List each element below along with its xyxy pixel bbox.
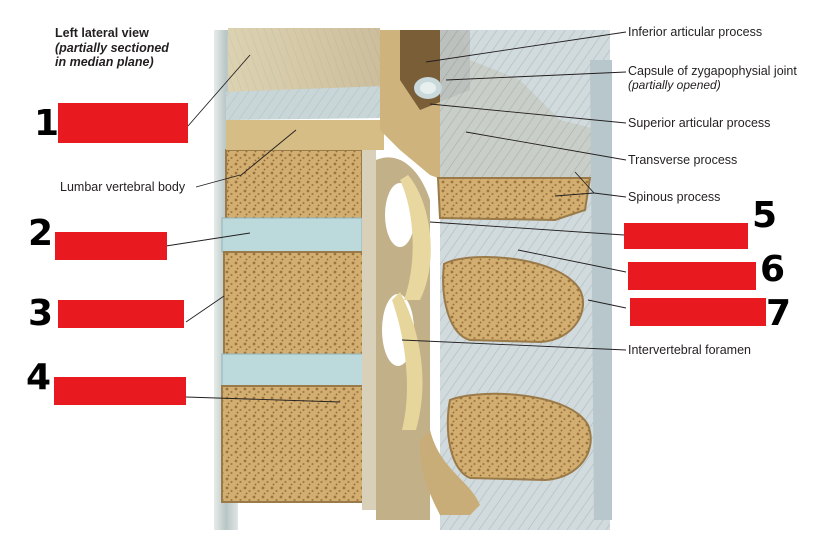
hidden-label-box-5 — [624, 223, 748, 249]
handwritten-number-3: 3 — [28, 293, 54, 334]
handwritten-number-4: 4 — [26, 357, 52, 398]
label-capsule-zygapophysial-joint: Capsule of zygapophysial joint — [628, 64, 797, 78]
label-spinous-process: Spinous process — [628, 190, 721, 204]
hidden-label-box-2 — [55, 232, 167, 260]
label-inferior-articular-process: Inferior articular process — [628, 25, 763, 39]
view-subtitle-line1: (partially sectioned — [55, 41, 169, 55]
label-capsule-note: (partially opened) — [628, 78, 721, 92]
handwritten-number-2: 2 — [28, 213, 54, 254]
hidden-label-box-1 — [58, 103, 188, 143]
view-title: Left lateral view — [55, 26, 149, 40]
view-subtitle: (partially sectioned in median plane) — [55, 41, 169, 69]
label-intervertebral-foramen: Intervertebral foramen — [628, 343, 751, 357]
handwritten-number-1: 1 — [34, 103, 60, 144]
hidden-label-box-6 — [628, 262, 756, 290]
hidden-label-box-3 — [58, 300, 184, 328]
hidden-label-box-4 — [54, 377, 186, 405]
label-superior-articular-process: Superior articular process — [628, 116, 771, 130]
hidden-label-box-7 — [630, 298, 766, 326]
view-subtitle-line2: in median plane) — [55, 55, 154, 69]
handwritten-number-6: 6 — [760, 249, 786, 290]
label-transverse-process: Transverse process — [628, 153, 738, 167]
label-lumbar-vertebral-body: Lumbar vertebral body — [60, 180, 186, 194]
handwritten-number-5: 5 — [752, 195, 778, 236]
handwritten-number-7: 7 — [766, 293, 792, 334]
